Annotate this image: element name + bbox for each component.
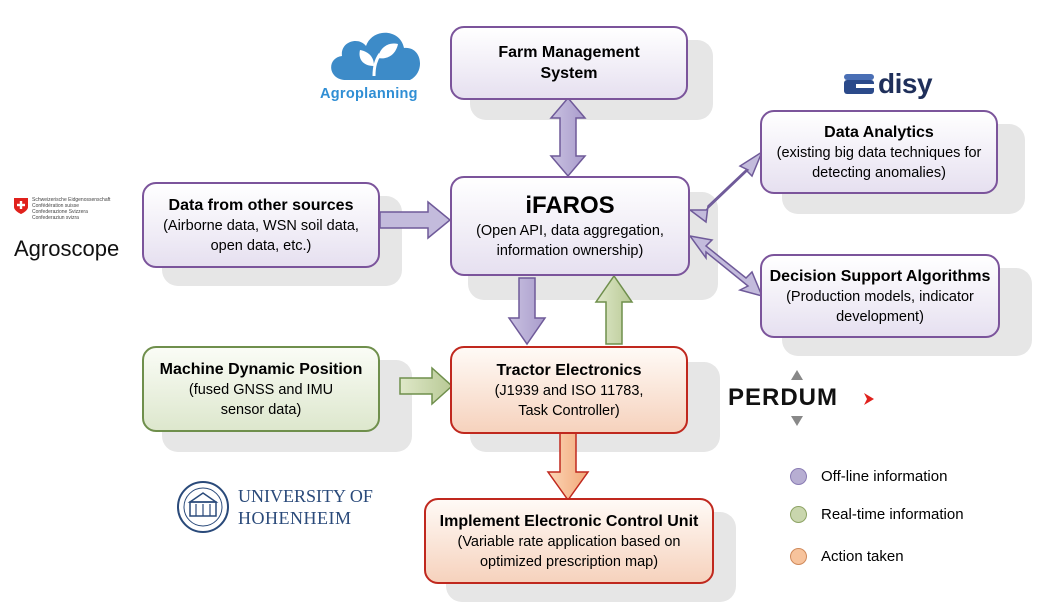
cloud-leaf-icon	[331, 32, 421, 80]
box-data-from-other-sources: Data from other sources (Airborne data, …	[142, 182, 380, 268]
box-title: Machine Dynamic Position	[159, 360, 363, 378]
legend-dot-icon	[790, 468, 807, 485]
perdum-logo: PERDUM	[728, 370, 888, 430]
box-subtitle: (Airborne data, WSN soil data, open data…	[163, 217, 359, 254]
box-implement-ecu: Implement Electronic Control Unit (Varia…	[424, 498, 714, 584]
box-decision-support-algorithms: Decision Support Algorithms (Production …	[760, 254, 1000, 338]
legend-label: Action taken	[821, 548, 904, 565]
box-subtitle: (J1939 and ISO 11783, Task Controller)	[494, 382, 644, 419]
agroscope-logo: Schweizerische Eidgenossenschaft Confédé…	[12, 194, 140, 264]
legend-dot-icon	[790, 548, 807, 565]
agroscope-text: Agroscope	[14, 236, 120, 261]
box-title: Farm Management System	[498, 44, 640, 82]
legend-realtime: Real-time information	[790, 506, 964, 523]
arrow-tractor-ifaros	[594, 274, 634, 345]
agroscope-line: Schweizerische Eidgenossenschaft	[32, 197, 111, 203]
box-ifaros: iFAROS (Open API, data aggregation, info…	[450, 176, 690, 276]
agroscope-line: Confédération suisse	[32, 203, 79, 209]
disy-logo: disy	[842, 68, 933, 102]
hohenheim-seal-icon	[177, 481, 229, 533]
box-title: iFAROS	[525, 192, 615, 219]
hohenheim-line1: UNIVERSITY OF	[238, 486, 373, 506]
legend-label: Real-time information	[821, 506, 964, 523]
swiss-shield-icon	[14, 198, 28, 214]
disy-text: disy	[878, 68, 933, 99]
box-subtitle: (fused GNSS and IMU sensor data)	[188, 381, 334, 418]
disy-mark-icon	[844, 74, 874, 94]
arrow-ifaros-tractor	[507, 277, 547, 346]
hohenheim-line2: HOHENHEIM	[238, 508, 352, 528]
agroplanning-text: Agroplanning	[320, 86, 418, 102]
box-title: Data from other sources	[168, 196, 354, 214]
legend-label: Off-line information	[821, 468, 948, 485]
hohenheim-logo: UNIVERSITY OF HOHENHEIM	[176, 480, 386, 536]
agroscope-small-text: Schweizerische Eidgenossenschaft Confédé…	[32, 197, 110, 221]
legend-action: Action taken	[790, 548, 904, 565]
perdum-text: PERDUM	[728, 384, 839, 411]
arrow-sources-ifaros	[379, 200, 452, 240]
play-arrow-icon	[864, 393, 874, 405]
arrow-ifaros-analytics	[687, 150, 764, 224]
arrow-tractor-implement	[546, 431, 590, 502]
agroscope-line: Confederazione Svizzera	[32, 209, 88, 215]
agroscope-line: Confederaziun svizra	[32, 215, 79, 221]
arrow-fms-ifaros	[549, 96, 587, 178]
triangle-up-icon	[791, 370, 803, 380]
box-tractor-electronics: Tractor Electronics (J1939 and ISO 11783…	[450, 346, 688, 434]
arrow-position-tractor	[399, 366, 454, 406]
box-machine-dynamic-position: Machine Dynamic Position (fused GNSS and…	[142, 346, 380, 432]
legend-dot-icon	[790, 506, 807, 523]
box-subtitle: (Open API, data aggregation, information…	[476, 223, 664, 259]
box-farm-management-system: Farm Management System	[450, 26, 688, 100]
box-title: Data Analytics	[824, 123, 934, 141]
legend-offline: Off-line information	[790, 468, 947, 485]
box-title: Implement Electronic Control Unit	[439, 512, 699, 530]
arrow-ifaros-decision	[688, 234, 764, 298]
box-subtitle: (Production models, indicator developmen…	[786, 288, 974, 325]
agroplanning-logo: Agroplanning	[318, 22, 430, 108]
box-subtitle: (Variable rate application based on opti…	[457, 533, 681, 570]
box-subtitle: (existing big data techniques for detect…	[776, 144, 982, 181]
box-data-analytics: Data Analytics (existing big data techni…	[760, 110, 998, 194]
box-title: Tractor Electronics	[496, 361, 642, 379]
triangle-down-icon	[791, 416, 803, 426]
box-title: Decision Support Algorithms	[769, 267, 991, 285]
